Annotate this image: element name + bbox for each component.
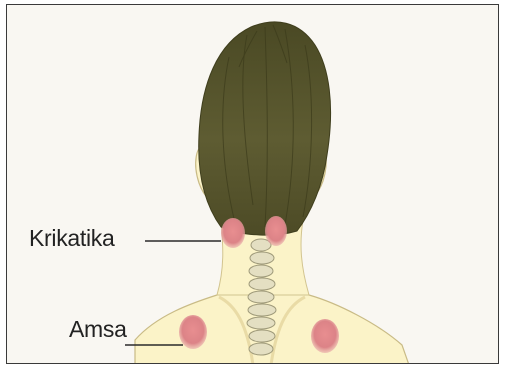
amsa-point-left <box>179 315 207 349</box>
hair <box>199 22 331 235</box>
krikatika-label: Krikatika <box>29 227 115 250</box>
krikatika-point-left <box>221 218 245 248</box>
krikatika-point-right <box>265 216 287 246</box>
diagram-frame: Krikatika Amsa <box>6 4 499 364</box>
amsa-point-right <box>311 319 339 353</box>
amsa-label: Amsa <box>69 318 127 341</box>
back-of-head-illustration <box>7 5 499 364</box>
cervical-spine <box>247 239 276 355</box>
